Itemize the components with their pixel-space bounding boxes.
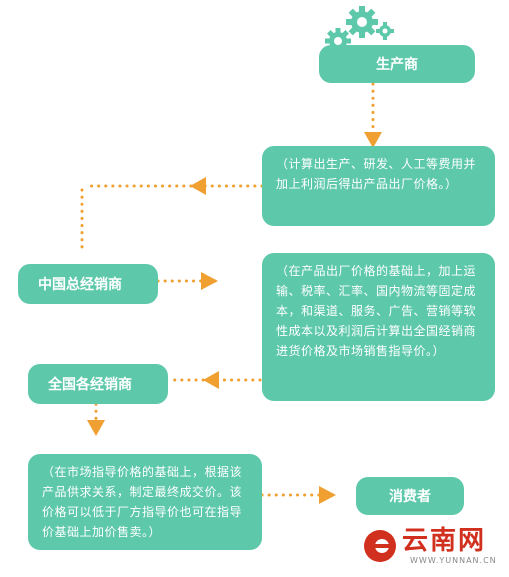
producer-label: 生产商 <box>376 57 418 73</box>
consumer-node: 消费者 <box>356 477 464 515</box>
consumer-label: 消费者 <box>389 489 431 505</box>
arrowhead-right <box>201 272 218 290</box>
distributor-pricing-node: （在产品出厂价格的基础上，加上运输、税率、汇率、国内物流等固定成本，和渠道、服务… <box>262 253 495 401</box>
arrowhead-left <box>190 177 206 195</box>
watermark-text: 云南网 <box>402 526 487 556</box>
arrowheads <box>87 132 382 504</box>
regional-distributors-node: 全国各经销商 <box>28 364 168 404</box>
final-pricing-text: （在市场指导价格的基础上，根据该产品供求关系，制定最终成交价。该价格可以低于厂方… <box>42 465 243 539</box>
arrowhead-right <box>319 486 336 504</box>
arrowhead-down <box>364 132 382 148</box>
final-pricing-node: （在市场指导价格的基础上，根据该产品供求关系，制定最终成交价。该价格可以低于厂方… <box>28 454 262 550</box>
dotted-connectors <box>80 82 375 497</box>
arrowhead-down <box>87 420 105 436</box>
regional-distributors-label: 全国各经销商 <box>48 377 132 393</box>
national-distributor-label: 中国总经销商 <box>38 277 122 293</box>
watermark-url: WWW.YUNNAN.CN <box>410 556 497 565</box>
yunnan-net-logo <box>364 530 396 562</box>
arrowhead-left <box>203 371 219 389</box>
factory-price-text: （计算出生产、研发、人工等费用并加上利润后得出产品出厂价格。） <box>276 157 477 191</box>
factory-price-node: （计算出生产、研发、人工等费用并加上利润后得出产品出厂价格。） <box>262 146 495 226</box>
producer-node: 生产商 <box>319 45 475 83</box>
distributor-pricing-text: （在产品出厂价格的基础上，加上运输、税率、汇率、国内物流等固定成本，和渠道、服务… <box>276 264 477 358</box>
national-distributor-node: 中国总经销商 <box>18 264 158 304</box>
